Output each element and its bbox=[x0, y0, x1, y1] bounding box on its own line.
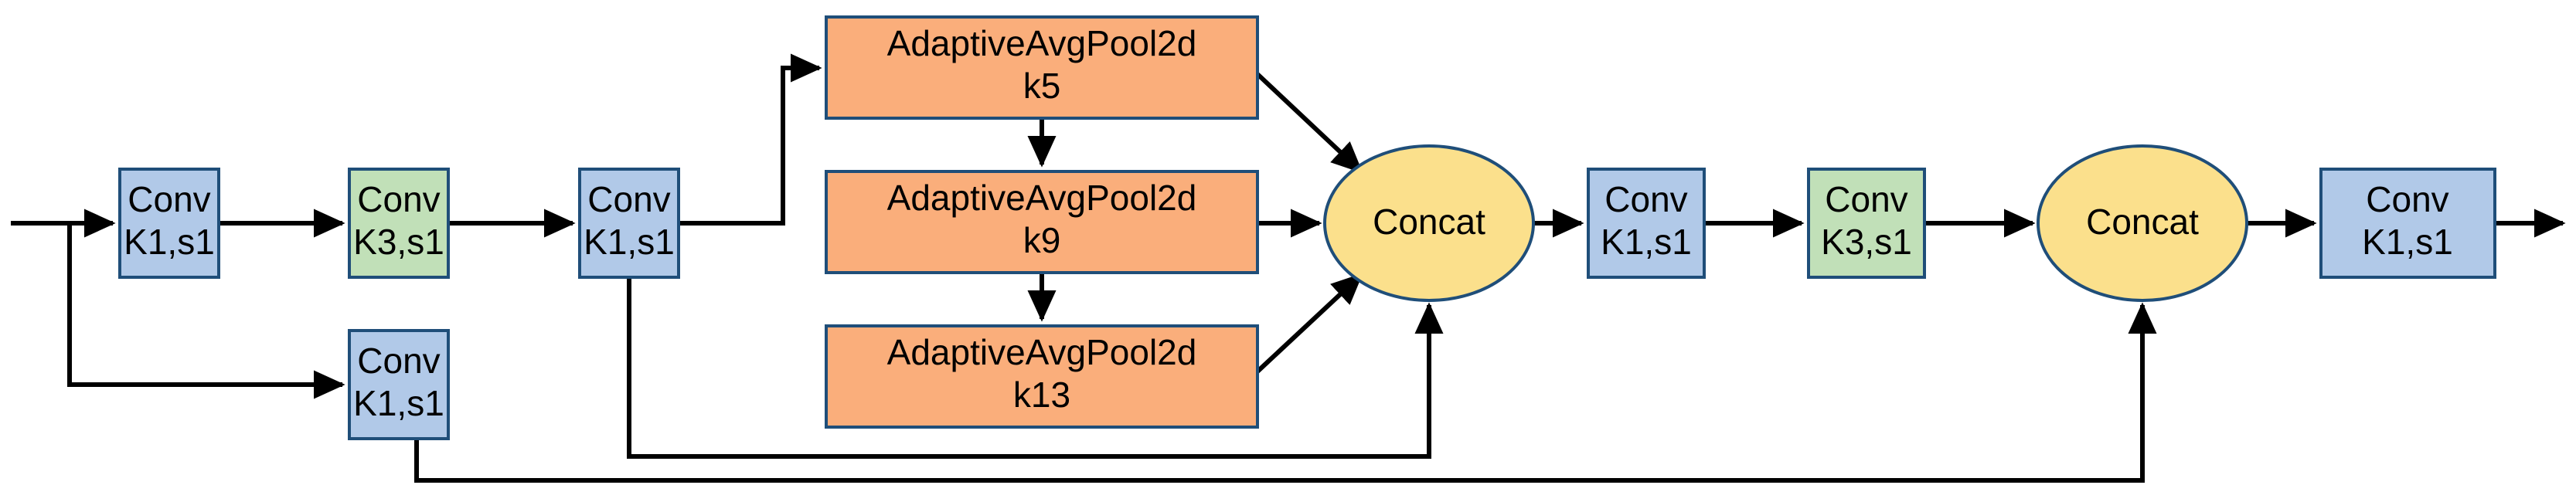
node-pool-k5-label-line1: AdaptiveAvgPool2d bbox=[887, 23, 1197, 63]
node-layer: Conv K1,s1 Conv K3,s1 Conv K1,s1 Conv K1… bbox=[118, 15, 2496, 440]
node-conv2-box[interactable] bbox=[348, 168, 450, 279]
node-conv-branch[interactable]: Conv K1,s1 bbox=[348, 329, 450, 440]
node-conv-branch-label-line1: Conv bbox=[357, 341, 440, 381]
node-conv-branch-label-line2: K1,s1 bbox=[353, 383, 444, 423]
edge-pool-k5-to-concat1 bbox=[1255, 72, 1363, 174]
node-pool-k9[interactable]: AdaptiveAvgPool2d k9 bbox=[825, 170, 1259, 274]
node-pool-k5-box[interactable] bbox=[825, 15, 1259, 120]
edge-conv3-skip-to-concat1 bbox=[627, 277, 1444, 459]
node-conv4-box[interactable] bbox=[1587, 168, 1706, 279]
node-conv3-label-line1: Conv bbox=[587, 179, 670, 219]
node-conv3[interactable]: Conv K1,s1 bbox=[578, 168, 680, 279]
edge-layer bbox=[11, 53, 2566, 483]
node-concat2[interactable]: Concat bbox=[2037, 144, 2248, 302]
edge-branch-skip-to-concat2 bbox=[414, 302, 2157, 483]
node-pool-k9-label-line2: k9 bbox=[1023, 220, 1061, 260]
node-conv-branch-box[interactable] bbox=[348, 329, 450, 440]
node-conv2[interactable]: Conv K3,s1 bbox=[348, 168, 450, 279]
node-pool-k13-label-line2: k13 bbox=[1013, 375, 1070, 415]
node-conv3-label-line2: K1,s1 bbox=[584, 222, 675, 262]
node-conv1-box[interactable] bbox=[118, 168, 220, 279]
node-conv6-label-line1: Conv bbox=[2366, 179, 2448, 219]
node-conv5-label-line1: Conv bbox=[1825, 179, 1907, 219]
node-pool-k5[interactable]: AdaptiveAvgPool2d k5 bbox=[825, 15, 1259, 120]
node-conv5[interactable]: Conv K3,s1 bbox=[1807, 168, 1926, 279]
node-concat2-label: Concat bbox=[2086, 202, 2199, 242]
node-conv1[interactable]: Conv K1,s1 bbox=[118, 168, 220, 279]
edge-pool-k13-to-concat1 bbox=[1255, 273, 1363, 374]
node-conv6[interactable]: Conv K1,s1 bbox=[2319, 168, 2496, 279]
node-conv4-label-line2: K1,s1 bbox=[1601, 222, 1692, 262]
node-conv2-label-line1: Conv bbox=[357, 179, 440, 219]
node-pool-k13-label-line1: AdaptiveAvgPool2d bbox=[887, 332, 1197, 372]
node-concat1[interactable]: Concat bbox=[1323, 144, 1535, 302]
node-conv6-box[interactable] bbox=[2319, 168, 2496, 279]
node-conv3-box[interactable] bbox=[578, 168, 680, 279]
node-pool-k9-label-line1: AdaptiveAvgPool2d bbox=[887, 178, 1197, 218]
node-pool-k13[interactable]: AdaptiveAvgPool2d k13 bbox=[825, 324, 1259, 429]
node-conv1-label-line2: K1,s1 bbox=[124, 222, 215, 262]
node-pool-k13-box[interactable] bbox=[825, 324, 1259, 429]
node-pool-k5-label-line2: k5 bbox=[1023, 66, 1061, 106]
node-conv5-box[interactable] bbox=[1807, 168, 1926, 279]
node-conv4-label-line1: Conv bbox=[1604, 179, 1687, 219]
node-conv5-label-line2: K3,s1 bbox=[1821, 222, 1912, 262]
node-conv4[interactable]: Conv K1,s1 bbox=[1587, 168, 1706, 279]
node-concat1-label: Concat bbox=[1373, 202, 1485, 242]
node-conv2-label-line2: K3,s1 bbox=[353, 222, 444, 262]
node-concat1-ellipse[interactable] bbox=[1323, 144, 1535, 302]
node-conv1-label-line1: Conv bbox=[128, 179, 210, 219]
edge-conv3-to-pool-k5 bbox=[679, 53, 822, 226]
edge-input-split-to-branch-conv bbox=[67, 223, 345, 399]
node-conv6-label-line2: K1,s1 bbox=[2362, 222, 2453, 262]
node-concat2-ellipse[interactable] bbox=[2037, 144, 2248, 302]
node-pool-k9-box[interactable] bbox=[825, 170, 1259, 274]
